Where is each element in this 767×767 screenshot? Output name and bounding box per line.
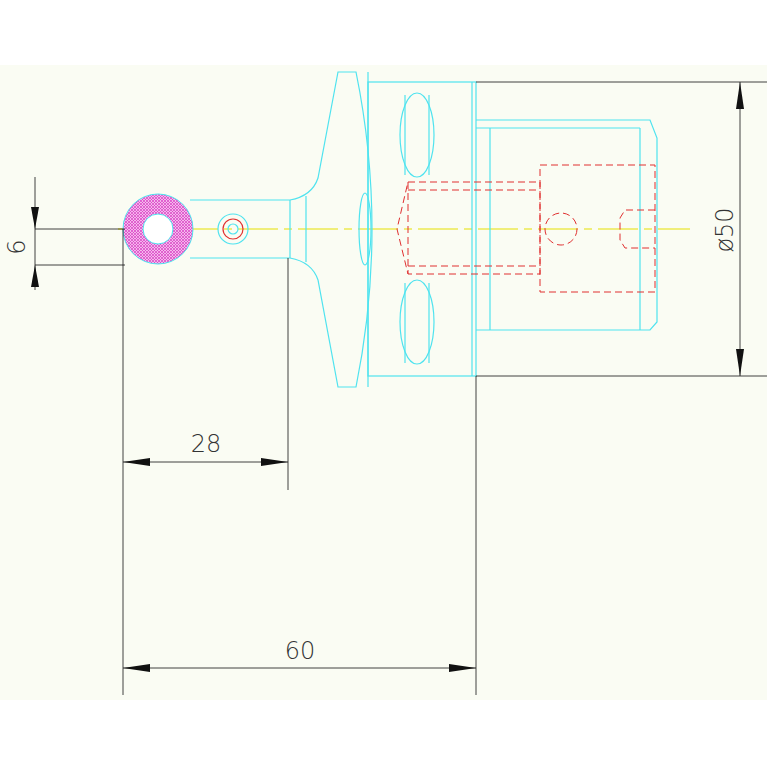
dimension-value: ø50 (712, 205, 738, 254)
dimension-arrows (31, 82, 744, 672)
center-line (118, 229, 690, 230)
dimension-value: 6 (4, 237, 30, 256)
pin-hole (223, 219, 243, 239)
dimension-value: 28 (189, 431, 224, 457)
hidden-lines (397, 165, 655, 292)
eye-hole (143, 214, 173, 244)
sheet-ground (0, 65, 767, 700)
eye-ring (123, 194, 193, 264)
part-outline (190, 72, 657, 387)
dimension-value: 60 (283, 638, 318, 664)
dimension-lines (35, 82, 767, 695)
